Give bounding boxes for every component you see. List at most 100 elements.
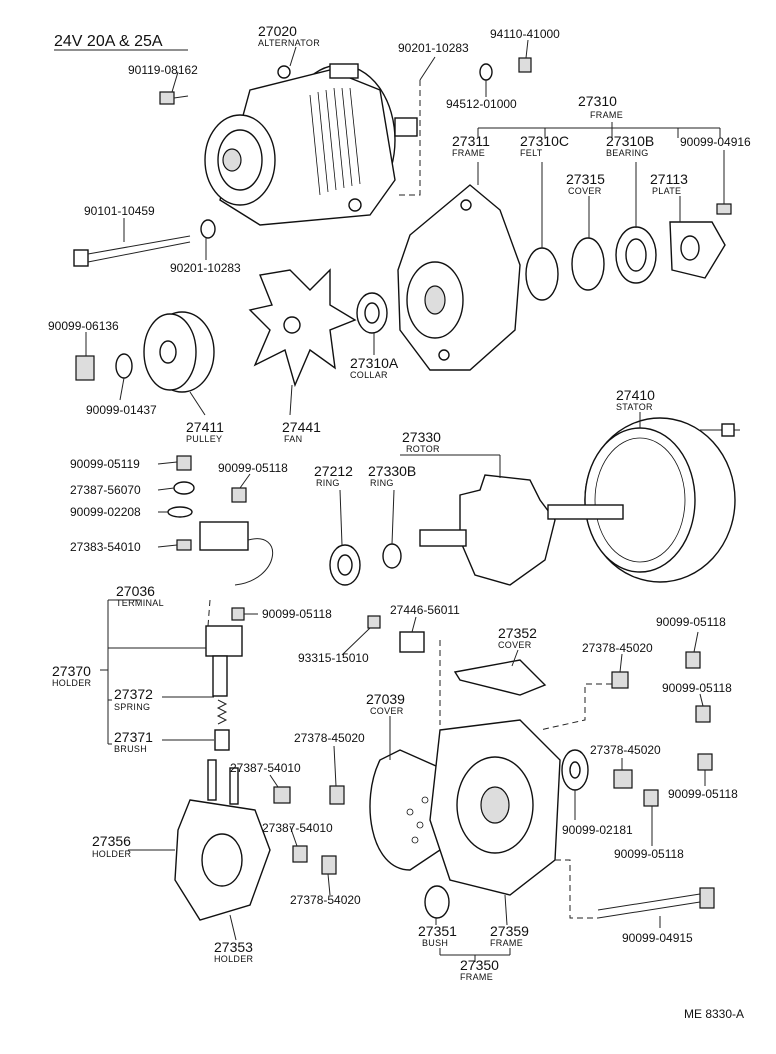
part-27378-45020-a [611, 671, 629, 689]
label-90201-10283-b: 90201-10283 [170, 261, 241, 275]
label-27351: 27351 [418, 923, 457, 939]
label-27356: 27356 [92, 833, 131, 849]
label-27378-54020: 27378-54020 [290, 893, 361, 907]
labels: 27020 ALTERNATOR 90119-08162 90201-10283… [48, 23, 751, 1021]
label-27113: 27113 [650, 171, 688, 187]
label-90099-04915: 90099-04915 [622, 931, 693, 945]
bush-27351 [424, 885, 450, 919]
label-27446-56011: 27446-56011 [390, 603, 460, 617]
name-27359: FRAME [490, 938, 523, 948]
bolt-90119-08162 [159, 91, 189, 105]
rotor-27330 [419, 474, 624, 586]
label-94110-41000: 94110-41000 [490, 27, 560, 41]
label-90099-02181: 90099-02181 [562, 823, 633, 837]
label-27020: 27020 [258, 23, 297, 39]
name-27411: PULLEY [186, 434, 222, 444]
label-27371: 27371 [114, 729, 153, 745]
label-27372: 27372 [114, 686, 153, 702]
diagram-title: 24V 20A & 25A [54, 33, 163, 50]
nut-90099-05118-f [697, 753, 713, 771]
nut-90099-05118-c [685, 651, 701, 669]
nut-90099-05118-e [643, 789, 659, 807]
felt-27310c [525, 247, 559, 301]
label-27441: 27441 [282, 419, 321, 435]
bolt-90099-04916 [716, 203, 732, 215]
name-27356: HOLDER [92, 849, 132, 859]
footer-code: ME 8330-A [684, 1007, 744, 1021]
part-27378-45020-b [613, 769, 633, 789]
alternator-illustration [204, 63, 418, 226]
label-27330b: 27330B [368, 463, 416, 479]
name-27310c: FELT [520, 148, 543, 158]
label-90099-05118-a: 90099-05118 [218, 461, 288, 475]
frame-27311-illustration [397, 184, 521, 371]
label-27370: 27370 [52, 663, 91, 679]
clamp-27446-56011 [399, 631, 425, 653]
part-27387-54010-a [273, 786, 291, 804]
name-27036: TERMINAL [116, 598, 164, 608]
name-27310b: BEARING [606, 148, 649, 158]
label-90099-06136: 90099-06136 [48, 319, 119, 333]
label-93315-15010: 93315-15010 [298, 651, 369, 665]
label-90099-01437: 90099-01437 [86, 403, 157, 417]
washer-90099-01437 [115, 353, 133, 379]
bearing-27310b [615, 226, 657, 284]
stator-27410 [584, 417, 740, 583]
cover-27352 [453, 659, 547, 696]
label-27310c: 27310C [520, 133, 569, 149]
label-90099-05118-b: 90099-05118 [262, 607, 332, 621]
fan-27441 [248, 268, 357, 388]
label-27330: 27330 [402, 429, 441, 445]
washer-90099-02181 [561, 749, 589, 791]
label-90099-05118-e: 90099-05118 [614, 847, 684, 861]
nut-90099-05118-b [231, 607, 245, 621]
label-27039: 27039 [366, 691, 405, 707]
holder-27370 [205, 625, 243, 697]
terminal-27036 [176, 521, 274, 586]
leader-lines [85, 39, 725, 962]
washer-90201-10283 [200, 219, 216, 239]
label-27310a: 27310A [350, 355, 399, 371]
nut-94512-01000 [479, 63, 493, 81]
name-27113: PLATE [652, 186, 681, 196]
bolt-90099-04915 [597, 887, 715, 919]
frame-27359-illustration [429, 719, 561, 896]
name-27315: COVER [568, 186, 602, 196]
label-90099-05119: 90099-05119 [70, 457, 140, 471]
label-27350: 27350 [460, 957, 499, 973]
screw-93315-15010 [367, 615, 381, 629]
name-27311: FRAME [452, 148, 485, 158]
plate-27113 [669, 221, 726, 279]
name-27310a: COLLAR [350, 370, 388, 380]
label-27310: 27310 [578, 93, 617, 109]
name-27371: BRUSH [114, 744, 147, 754]
label-27378-45020-a: 27378-45020 [582, 641, 653, 655]
label-90101-10459: 90101-10459 [84, 204, 155, 218]
label-27387-54010-a: 27387-54010 [230, 761, 301, 775]
name-27350: FRAME [460, 972, 493, 982]
label-27387-54010-b: 27387-54010 [262, 821, 333, 835]
name-27410: STATOR [616, 402, 653, 412]
cover-27315 [571, 237, 605, 291]
part-27387-54010-b [292, 845, 308, 863]
name-27372: SPRING [114, 702, 150, 712]
label-94512-01000: 94512-01000 [446, 97, 517, 111]
name-27441: FAN [284, 434, 302, 444]
label-27212: 27212 [314, 463, 353, 479]
ring-27330b [382, 543, 402, 569]
name-27330: ROTOR [406, 444, 440, 454]
nut-90099-05119 [176, 455, 192, 471]
name-27020: ALTERNATOR [258, 38, 320, 48]
name-27353: HOLDER [214, 954, 254, 964]
name-27351: BUSH [422, 938, 448, 948]
name-27370: HOLDER [52, 678, 92, 688]
label-90099-05118-d: 90099-05118 [662, 681, 732, 695]
label-27310b: 27310B [606, 133, 654, 149]
label-27353: 27353 [214, 939, 253, 955]
label-90099-04916: 90099-04916 [680, 135, 751, 149]
cover-27039 [369, 749, 446, 871]
label-90119-08162: 90119-08162 [128, 63, 198, 77]
label-27378-45020-c: 27378-45020 [294, 731, 365, 745]
brush-27371 [214, 729, 230, 751]
label-90099-02208: 90099-02208 [70, 505, 141, 519]
